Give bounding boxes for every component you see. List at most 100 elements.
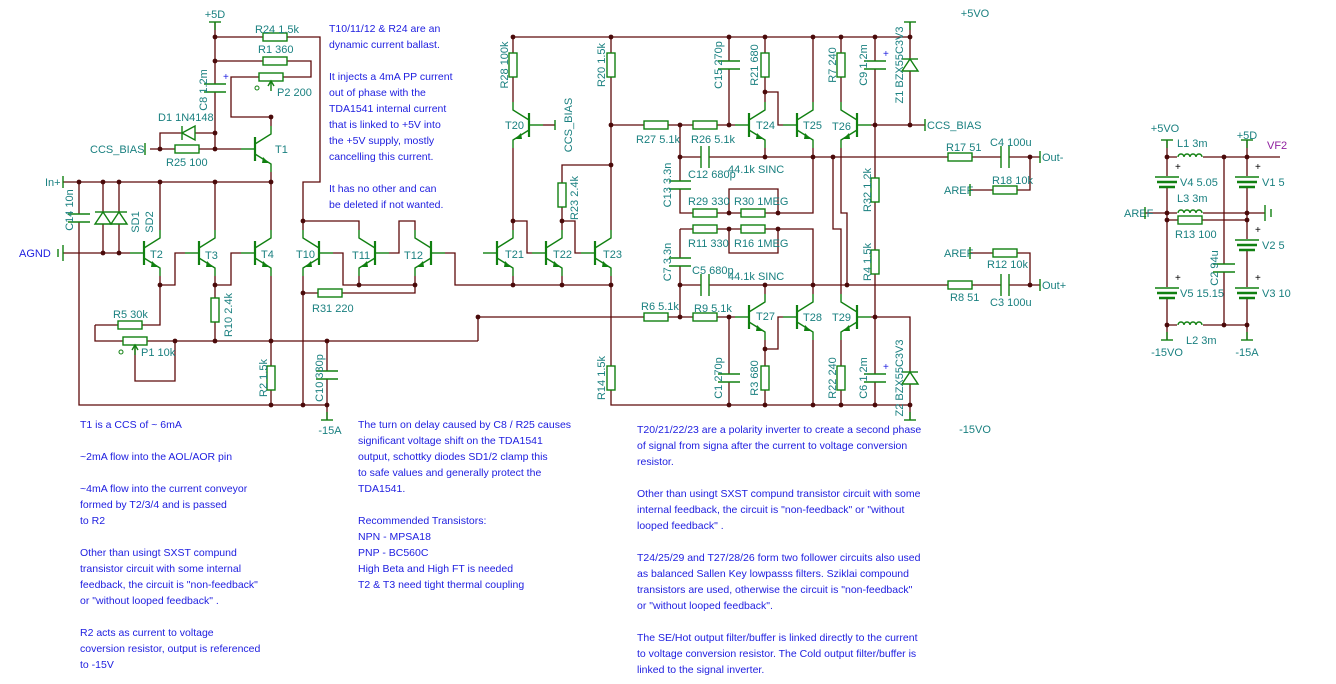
wire xyxy=(561,164,611,230)
net-label-aref-psu: AREF xyxy=(1124,208,1154,220)
note-line: internal feedback, the circuit is "non-f… xyxy=(637,504,904,516)
capacitor-C8: + xyxy=(203,72,229,93)
wire xyxy=(389,220,416,254)
wire xyxy=(159,252,185,286)
net-label-minus15vo-bottom: -15VO xyxy=(959,424,991,436)
note-line: be deleted if not wanted. xyxy=(329,199,443,211)
junction-dot xyxy=(762,282,768,288)
diode-SD1 xyxy=(93,210,113,225)
emitter-arrow-icon xyxy=(602,261,609,267)
wire xyxy=(680,228,814,294)
note-line: T2 & T3 need tight thermal coupling xyxy=(358,579,524,591)
junction-dot xyxy=(300,218,306,224)
label-r31: R31 220 xyxy=(312,303,354,315)
junction-dot xyxy=(268,114,274,120)
label-r32: R32 1.2k xyxy=(862,167,874,212)
polarity-plus-icon: + xyxy=(1175,162,1181,173)
note-inverter: T20/21/22/23 are a polarity inverter to … xyxy=(637,424,921,676)
junction-dot xyxy=(356,282,362,288)
junction-dot xyxy=(100,250,106,256)
emitter-arrow-icon xyxy=(305,261,312,267)
wire xyxy=(215,36,321,230)
note-line: or "without looped feedback" . xyxy=(80,595,219,607)
note-ccs: T1 is a CCS of ~ 6mA~2mA flow into the A… xyxy=(80,419,261,671)
junction-dot xyxy=(212,179,218,185)
emitter-arrow-icon xyxy=(151,261,158,267)
capacitor-C5 xyxy=(700,273,710,297)
junction-dot xyxy=(559,218,565,224)
resistor-R5 xyxy=(117,320,143,330)
note-line: out of phase with the xyxy=(329,87,426,99)
label-t4: T4 xyxy=(261,249,274,261)
capacitor-C10 xyxy=(315,370,339,380)
junction-dot xyxy=(762,34,768,40)
emitter-arrow-icon xyxy=(756,325,763,331)
wire xyxy=(63,172,272,183)
wire xyxy=(513,220,532,254)
emitter-arrow-icon xyxy=(553,261,560,267)
wire xyxy=(215,252,241,286)
net-label-ccs-bias-right: CCS_BIAS xyxy=(927,120,981,132)
note-line: T20/21/22/23 are a polarity inverter to … xyxy=(637,424,921,436)
label-z1: Z1 BZX55C3V3 xyxy=(894,26,906,103)
junction-dot xyxy=(1164,154,1170,160)
label-v2: V2 5 xyxy=(1262,240,1285,252)
transistor-T29 xyxy=(840,294,871,340)
label-t10: T10 xyxy=(296,249,315,261)
resistor-R18 xyxy=(992,185,1018,195)
polarity-plus-icon: + xyxy=(1255,273,1261,284)
note-line: T24/25/29 and T27/28/26 form two followe… xyxy=(637,552,921,564)
power-rail-icon xyxy=(321,412,333,421)
resistor-R29 xyxy=(692,208,718,218)
junction-dot xyxy=(1164,210,1170,216)
net-label-minus15vo-psu: -15VO xyxy=(1151,347,1183,359)
junction-dot xyxy=(762,89,768,95)
note-line: coversion resistor, output is referenced xyxy=(80,643,261,655)
junction-dot xyxy=(212,34,218,40)
resistor-R1 xyxy=(262,56,288,66)
net-label-plus5d-psu: +5D xyxy=(1237,130,1258,142)
junction-dot xyxy=(608,162,614,168)
label-r4: R4 1.5k xyxy=(862,243,874,281)
label-r10: R10 2.4k xyxy=(223,292,235,337)
power-rail-icon xyxy=(1241,139,1253,148)
junction-dot xyxy=(726,34,732,40)
junction-dot xyxy=(1027,154,1033,160)
capacitor-C3 xyxy=(1000,273,1010,297)
transistor-T11 xyxy=(358,230,389,276)
label-p1: P1 10k xyxy=(141,347,176,359)
diode-Z2 xyxy=(900,370,920,385)
emitter-arrow-icon xyxy=(804,325,811,331)
resistor-R10 xyxy=(210,297,220,323)
note-line: looped feedback" . xyxy=(637,520,724,532)
resistor-R4 xyxy=(870,249,880,275)
junction-dot xyxy=(907,402,913,408)
transistor-T23 xyxy=(581,230,612,276)
label-c14: C14 10n xyxy=(64,189,76,231)
label-r18: R18 10k xyxy=(992,175,1033,187)
label-sd2: SD2 xyxy=(144,211,156,232)
junction-dot xyxy=(1244,154,1250,160)
inductor-L2 xyxy=(1177,320,1203,326)
label-r9: R9 5.1k xyxy=(694,303,732,315)
emitter-arrow-icon xyxy=(361,261,368,267)
label-r20: R20 1.5k xyxy=(596,42,608,87)
junction-dot xyxy=(830,154,836,160)
agnd-ground-icon xyxy=(57,245,64,261)
transistor-T28 xyxy=(783,294,814,340)
battery-V5: + xyxy=(1155,273,1181,300)
label-t1: T1 xyxy=(275,144,288,156)
label-c15: C15 270p xyxy=(713,41,725,89)
label-d1: D1 1N4148 xyxy=(158,112,214,124)
label-l1: L1 3m xyxy=(1177,138,1208,150)
wire xyxy=(333,252,415,286)
note-line: TDA1541. xyxy=(358,483,405,495)
junction-dot xyxy=(324,338,330,344)
transistor-T26 xyxy=(840,102,871,148)
note-line: formed by T2/3/4 and is passed xyxy=(80,499,227,511)
capacitor-C14 xyxy=(67,213,91,223)
junction-dot xyxy=(1244,217,1250,223)
note-line: transistors are used, otherwise the circ… xyxy=(637,584,913,596)
